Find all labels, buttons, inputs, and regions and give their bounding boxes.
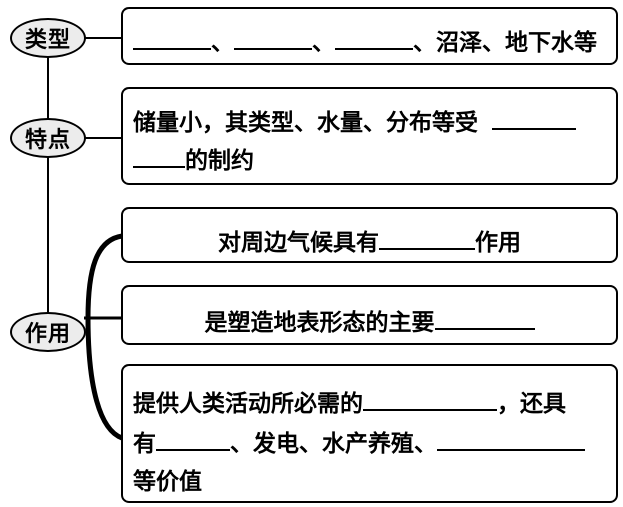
role2-blank <box>434 306 535 330</box>
type-blank-2 <box>234 26 312 50</box>
role3-line2-start: 有 <box>133 431 156 457</box>
node-role: 作用 <box>10 312 86 352</box>
role1-text: 对周边气候具有 <box>218 230 379 256</box>
type-box: 、 、 、沼泽、地下水等 <box>121 7 618 65</box>
feature-line2: 的制约 <box>185 148 254 174</box>
type-sep-1: 、 <box>211 30 234 56</box>
role1-box: 对周边气候具有 作用 <box>121 207 618 263</box>
role1-blank <box>379 226 475 250</box>
node-type-label: 类型 <box>24 28 71 53</box>
role3-blank-1 <box>363 387 497 411</box>
type-sep-2: 、 <box>312 30 335 56</box>
role1-after: 作用 <box>475 230 521 256</box>
role3-line3: 等价值 <box>133 469 202 495</box>
node-feature-label: 特点 <box>24 128 71 153</box>
role3-blank-3 <box>437 427 585 451</box>
role2-text: 是塑造地表形态的主要 <box>204 310 435 336</box>
role3-line1: 提供人类活动所必需的 <box>133 391 363 417</box>
type-rest: 、沼泽、地下水等 <box>413 30 597 56</box>
type-blank-3 <box>335 26 413 50</box>
type-blank-1 <box>133 26 211 50</box>
node-type: 类型 <box>10 18 86 58</box>
role3-line2-mid: 、发电、水产养殖、 <box>230 431 437 457</box>
feature-box: 储量小，其类型、水量、分布等受 的制约 <box>121 87 618 185</box>
feature-line1: 储量小，其类型、水量、分布等受 <box>133 110 478 136</box>
node-role-label: 作用 <box>24 322 71 347</box>
role3-blank-2 <box>156 427 230 451</box>
feature-blank-1 <box>492 106 577 130</box>
role2-box: 是塑造地表形态的主要 <box>121 285 618 345</box>
role3-box: 提供人类活动所必需的 ，还具 有 、发电、水产养殖、 等价值 <box>121 364 618 503</box>
feature-blank-2 <box>133 144 185 168</box>
node-feature: 特点 <box>10 118 86 158</box>
role3-line1-after: ，还具 <box>497 391 566 417</box>
